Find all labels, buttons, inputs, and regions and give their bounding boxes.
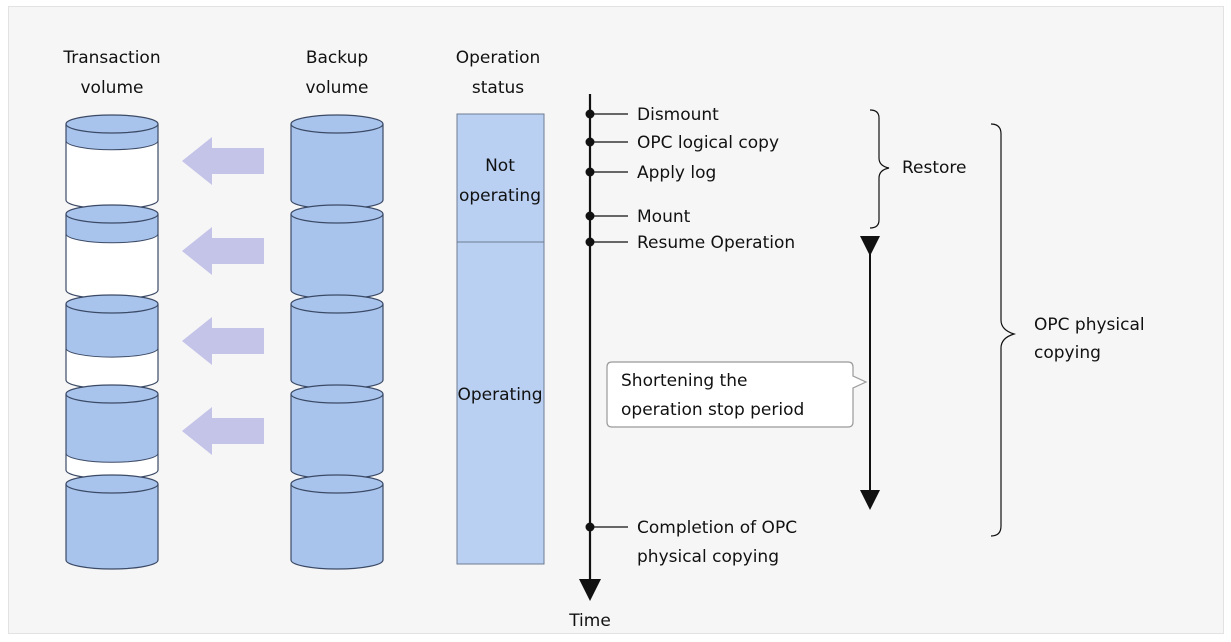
restore-arrow (182, 227, 264, 275)
restore-brace (869, 109, 890, 229)
event-dismount: Dismount (637, 105, 719, 125)
status-not-operating-line1: Not (485, 156, 515, 176)
transaction-volume (65, 204, 159, 300)
restore-arrow (182, 137, 264, 185)
restore-arrow (182, 317, 264, 365)
event-completion-line2: physical copying (637, 547, 779, 567)
opc-physical-brace (990, 123, 1017, 537)
event-opc-logical-copy: OPC logical copy (637, 133, 779, 153)
opc-physical-label-line2: copying (1034, 343, 1101, 363)
restore-arrow (182, 407, 264, 455)
timeline-events: Dismount OPC logical copy Apply log Moun… (585, 105, 797, 567)
transaction-volume (65, 294, 159, 390)
backup-volume (290, 204, 384, 300)
event-apply-log: Apply log (637, 163, 716, 183)
status-header-line2: status (472, 78, 524, 98)
transaction-volumes (65, 114, 159, 570)
time-axis-label: Time (568, 611, 611, 631)
event-resume-operation: Resume Operation (637, 233, 795, 253)
transaction-volume (65, 114, 159, 210)
transaction-volume (65, 474, 159, 570)
backup-header-line1: Backup (306, 48, 368, 68)
restore-label: Restore (902, 158, 967, 178)
restore-arrows (182, 137, 264, 455)
status-operating-label: Operating (458, 385, 543, 405)
backup-volumes (290, 114, 384, 570)
status-not-operating-line2: operating (459, 186, 541, 206)
backup-header-line2: volume (306, 78, 369, 98)
backup-volume (290, 294, 384, 390)
backup-volume (290, 114, 384, 210)
transaction-header-line1: Transaction (62, 48, 160, 68)
backup-volume (290, 474, 384, 570)
status-bar (456, 113, 545, 565)
callout-line1: Shortening the (621, 371, 747, 391)
status-header-line1: Operation (456, 48, 541, 68)
transaction-header-line2: volume (81, 78, 144, 98)
transaction-volume (65, 384, 159, 480)
opc-physical-label-line1: OPC physical (1034, 315, 1145, 335)
event-completion-line1: Completion of OPC (637, 518, 797, 538)
event-mount: Mount (637, 207, 691, 227)
backup-volume (290, 384, 384, 480)
callout-line2: operation stop period (621, 400, 804, 420)
callout-box (606, 361, 868, 428)
